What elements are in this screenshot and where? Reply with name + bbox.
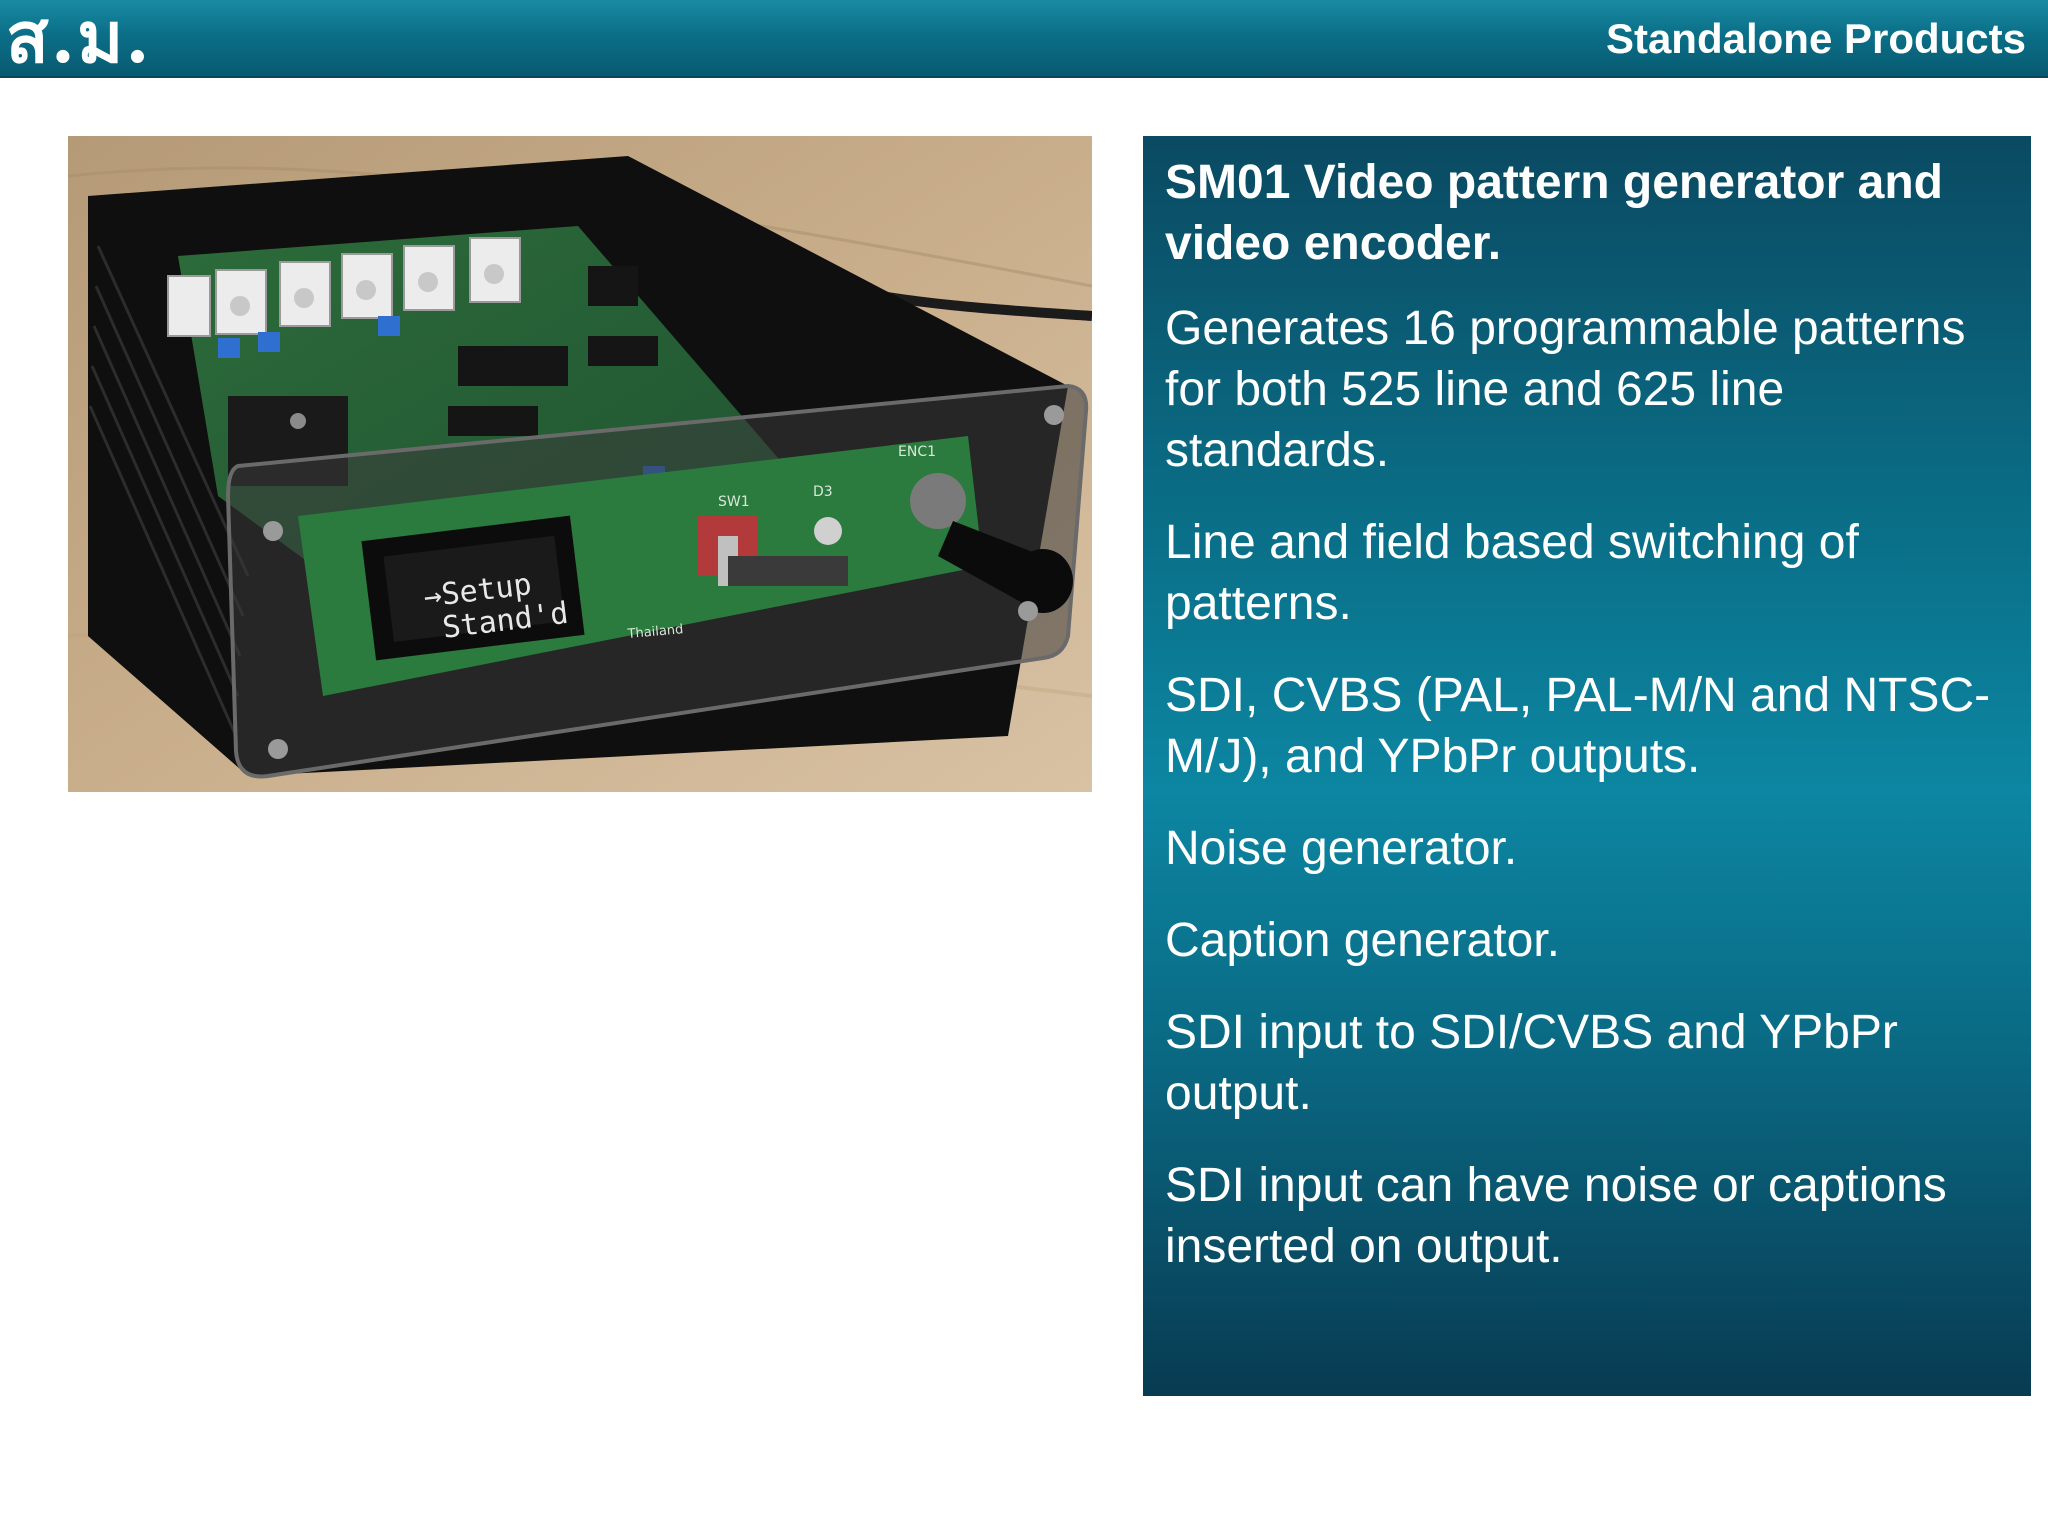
feature-item: SDI input to SDI/CVBS and YPbPr output. <box>1165 1006 1898 1120</box>
label-d3: D3 <box>813 484 833 500</box>
label-sw1: SW1 <box>718 494 750 510</box>
slide-header: ส.ม. Standalone Products <box>0 0 2048 79</box>
logo: ส.ม. <box>6 0 152 79</box>
description-panel: SM01 Video pattern generator and video e… <box>1143 136 2031 1396</box>
feature-item: SDI, CVBS (PAL, PAL-M/N and NTSC-M/J), a… <box>1165 669 1991 783</box>
feature-item: Generates 16 programmable patterns for b… <box>1165 302 1966 477</box>
slide-title: Standalone Products <box>1605 15 2026 62</box>
feature-item: Line and field based switching of patter… <box>1165 516 1859 630</box>
feature-item: Caption generator. <box>1165 914 1560 967</box>
product-heading: SM01 Video pattern generator and video e… <box>1165 156 1943 270</box>
label-board: Thailand <box>626 622 684 642</box>
feature-item: Noise generator. <box>1165 822 1518 875</box>
label-enc1: ENC1 <box>898 444 936 460</box>
product-photo: →Setup Stand'd SW1 D3 ENC1 Thailand <box>68 136 1092 792</box>
feature-item: SDI input can have noise or captions ins… <box>1165 1159 1947 1273</box>
